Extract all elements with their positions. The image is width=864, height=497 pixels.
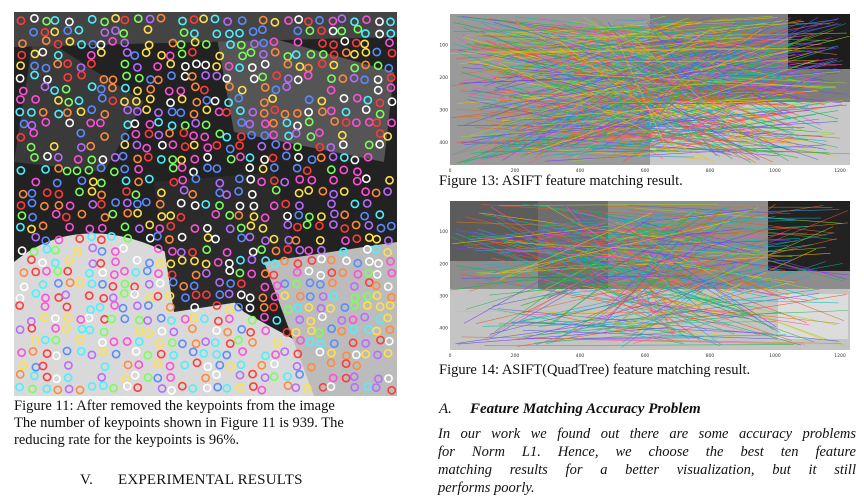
section-number: V. xyxy=(80,472,118,489)
section-heading: V.EXPERIMENTAL RESULTS xyxy=(80,472,303,489)
y-tick-label: 400 xyxy=(439,140,448,146)
y-tick-label: 300 xyxy=(439,293,448,299)
paragraph-line: In our work we found out there are some … xyxy=(438,425,856,443)
caption-line: reducing rate for the keypoints is 96%. xyxy=(14,432,414,449)
y-tick-label: 200 xyxy=(439,261,448,267)
x-tick-label: 1000 xyxy=(769,353,781,359)
figure-13-caption: Figure 13: ASIFT feature matching result… xyxy=(439,173,683,190)
subsection-title: Feature Matching Accuracy Problem xyxy=(470,401,701,417)
x-tick-label: 1200 xyxy=(834,168,846,174)
figure-11-keypoints-image xyxy=(14,12,397,396)
x-tick-label: 800 xyxy=(706,168,715,174)
figure-11-caption: Figure 11: After removed the keypoints f… xyxy=(14,398,414,449)
subsection-number: A. xyxy=(439,401,470,418)
keypoints-image-graphic xyxy=(14,12,397,396)
paragraph-line: for Norm L1. Hence, we choose the best t… xyxy=(438,443,856,461)
figure-14-asift-quadtree-matching-plot: 100 200 300 400 0 200 400 600 800 1000 1200 xyxy=(438,199,854,359)
y-tick-label: 100 xyxy=(439,229,448,235)
body-paragraph: In our work we found out there are some … xyxy=(438,425,856,497)
matching-plot-graphic: 100 200 300 400 0 200 400 600 800 1000 1200 xyxy=(438,199,854,359)
paragraph-line: matching results for a better visualizat… xyxy=(438,461,856,479)
section-title: EXPERIMENTAL RESULTS xyxy=(118,472,303,488)
paragraph-line: performs poorly. xyxy=(438,479,856,497)
x-tick-label: 800 xyxy=(706,353,715,359)
x-tick-label: 600 xyxy=(641,353,650,359)
caption-line: The number of keypoints shown in Figure … xyxy=(14,415,414,432)
x-tick-label: 0 xyxy=(449,353,452,359)
figure-14-caption: Figure 14: ASIFT(QuadTree) feature match… xyxy=(439,362,750,379)
y-tick-label: 200 xyxy=(439,75,448,81)
y-tick-label: 300 xyxy=(439,108,448,114)
subsection-heading: A.Feature Matching Accuracy Problem xyxy=(439,401,701,418)
caption-line: Figure 11: After removed the keypoints f… xyxy=(14,398,414,415)
y-tick-label: 400 xyxy=(439,326,448,332)
x-tick-label: 200 xyxy=(511,353,520,359)
x-tick-label: 1000 xyxy=(769,168,781,174)
x-tick-label: 400 xyxy=(576,353,585,359)
y-tick-label: 100 xyxy=(439,43,448,49)
x-tick-label: 1200 xyxy=(834,353,846,359)
